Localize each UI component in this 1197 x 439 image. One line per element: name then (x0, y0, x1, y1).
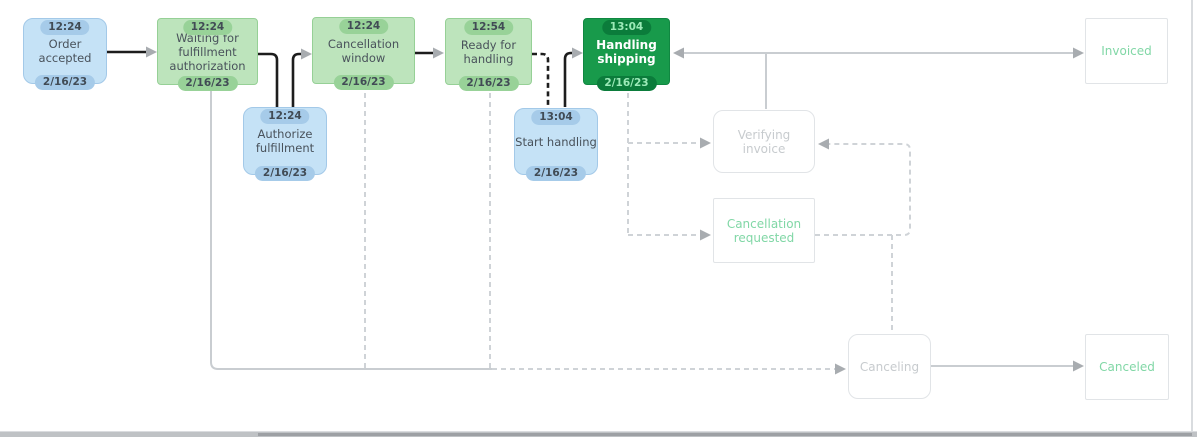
node-label: Canceling (859, 359, 920, 374)
node-ready-for-handling[interactable]: 12:54 Ready for handling 2/16/23 (445, 18, 532, 91)
edge-ready-starthandling-line (532, 52, 550, 106)
node-label: Invoiced (1101, 44, 1152, 58)
date-badge: 2/16/23 (596, 76, 657, 91)
edge-starthandling-handling-line (563, 51, 572, 107)
time-badge: 12:24 (182, 20, 233, 35)
arrow-into-invoiced (1073, 47, 1084, 59)
edge-cancreq-verifying-line (815, 143, 911, 236)
canvas-right-border (1191, 0, 1193, 433)
edge-waiting-authorize-line (258, 52, 279, 107)
scrollbar-thumb[interactable] (258, 433, 1192, 436)
node-label: Authorize fulfillment (255, 127, 315, 155)
date-badge: 2/16/23 (525, 166, 587, 181)
arrow-into-canceled (1073, 360, 1084, 372)
node-handling-shipping[interactable]: 13:04 Handling shipping 2/16/23 (583, 18, 670, 91)
node-label: Cancellation window (327, 36, 400, 65)
arrow-back-into-handling (673, 47, 684, 59)
time-badge: 13:04 (531, 110, 581, 125)
node-label: Ready for handling (460, 37, 517, 66)
node-authorize-fulfillment[interactable]: 12:24 Authorize fulfillment 2/16/23 (243, 107, 327, 181)
node-label: Start handling (515, 134, 597, 149)
node-verifying-invoice[interactable]: Verifying invoice (713, 110, 815, 173)
arrow-into-verifying-left (700, 137, 711, 149)
node-canceled[interactable]: Canceled (1085, 334, 1169, 400)
arrow-into-handling (572, 47, 583, 59)
node-label: Waiting for fulfillment authorization (169, 30, 246, 73)
edge-authorize-cancelwindow-line (291, 52, 301, 107)
time-badge: 12:54 (463, 20, 514, 35)
time-badge: 12:24 (338, 19, 389, 34)
node-label: Handling shipping (596, 37, 657, 66)
arrow-into-cancellation-requested (700, 229, 711, 241)
node-label: Canceled (1099, 360, 1155, 374)
node-canceling[interactable]: Canceling (848, 334, 931, 399)
date-badge: 2/16/23 (34, 75, 96, 90)
date-badge: 2/16/23 (333, 75, 394, 90)
node-cancellation-window[interactable]: 12:24 Cancellation window 2/16/23 (312, 17, 415, 90)
node-cancellation-requested[interactable]: Cancellation requested (713, 198, 815, 263)
arrow-into-ready (433, 47, 444, 59)
node-label: Cancellation requested (726, 216, 802, 245)
node-invoiced[interactable]: Invoiced (1085, 18, 1168, 84)
node-order-accepted[interactable]: 12:24 Order accepted 2/16/23 (23, 18, 107, 90)
arrow-into-cancelwindow (301, 48, 312, 60)
arrow-into-waiting (146, 46, 157, 58)
date-badge: 2/16/23 (254, 166, 316, 181)
time-badge: 13:04 (601, 20, 652, 35)
node-label: Order accepted (38, 37, 92, 65)
node-label: Verifying invoice (737, 127, 791, 156)
horizontal-scrollbar[interactable] (0, 431, 1197, 437)
time-badge: 12:24 (40, 20, 90, 35)
node-start-handling[interactable]: 13:04 Start handling 2/16/23 (514, 108, 598, 181)
arrow-into-canceling (835, 363, 846, 375)
arrow-into-verifying-right (818, 138, 829, 150)
node-waiting-for-fulfillment-authorization[interactable]: 12:24 Waiting for fulfillment authorizat… (157, 18, 258, 91)
time-badge: 12:24 (260, 109, 310, 124)
date-badge: 2/16/23 (177, 76, 238, 91)
date-badge: 2/16/23 (458, 76, 519, 91)
